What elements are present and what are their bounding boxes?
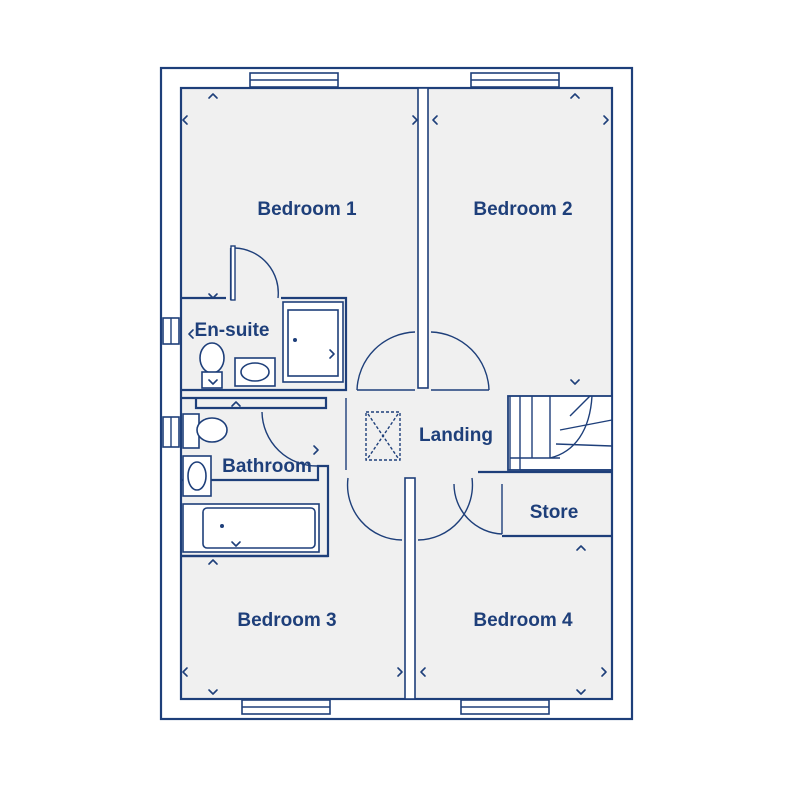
door-swing-icon xyxy=(234,247,279,299)
wall xyxy=(478,470,612,538)
basin-icon xyxy=(182,455,212,497)
room-label-bedroom-4: Bedroom 4 xyxy=(473,610,573,631)
room-label-en-suite: En-suite xyxy=(195,320,270,341)
dimension-marker-icon xyxy=(182,93,609,695)
toilet-icon xyxy=(199,342,225,389)
room-label-bedroom-3: Bedroom 3 xyxy=(237,610,336,631)
stairs-icon xyxy=(507,395,613,471)
bath-icon xyxy=(182,503,320,553)
room-label-bedroom-2: Bedroom 2 xyxy=(473,199,572,220)
door-swing-icon xyxy=(430,331,490,391)
basin-icon xyxy=(234,357,276,387)
loft-hatch-icon xyxy=(365,411,401,461)
toilet-icon xyxy=(182,413,228,449)
door-swing-icon xyxy=(346,477,403,541)
room-label-store: Store xyxy=(530,502,579,523)
door-swing-icon xyxy=(356,331,416,391)
wall xyxy=(230,245,236,301)
room-label-bedroom-1: Bedroom 1 xyxy=(257,199,357,220)
room-label-landing: Landing xyxy=(419,425,493,446)
wall xyxy=(404,477,416,700)
room-label-bathroom: Bathroom xyxy=(222,456,312,477)
inner-floor xyxy=(179,86,614,701)
door-swing-icon xyxy=(261,411,319,467)
shower-icon xyxy=(282,301,344,383)
door-swing-icon xyxy=(453,483,503,535)
wall xyxy=(417,87,429,389)
door-swing-icon xyxy=(417,477,474,541)
